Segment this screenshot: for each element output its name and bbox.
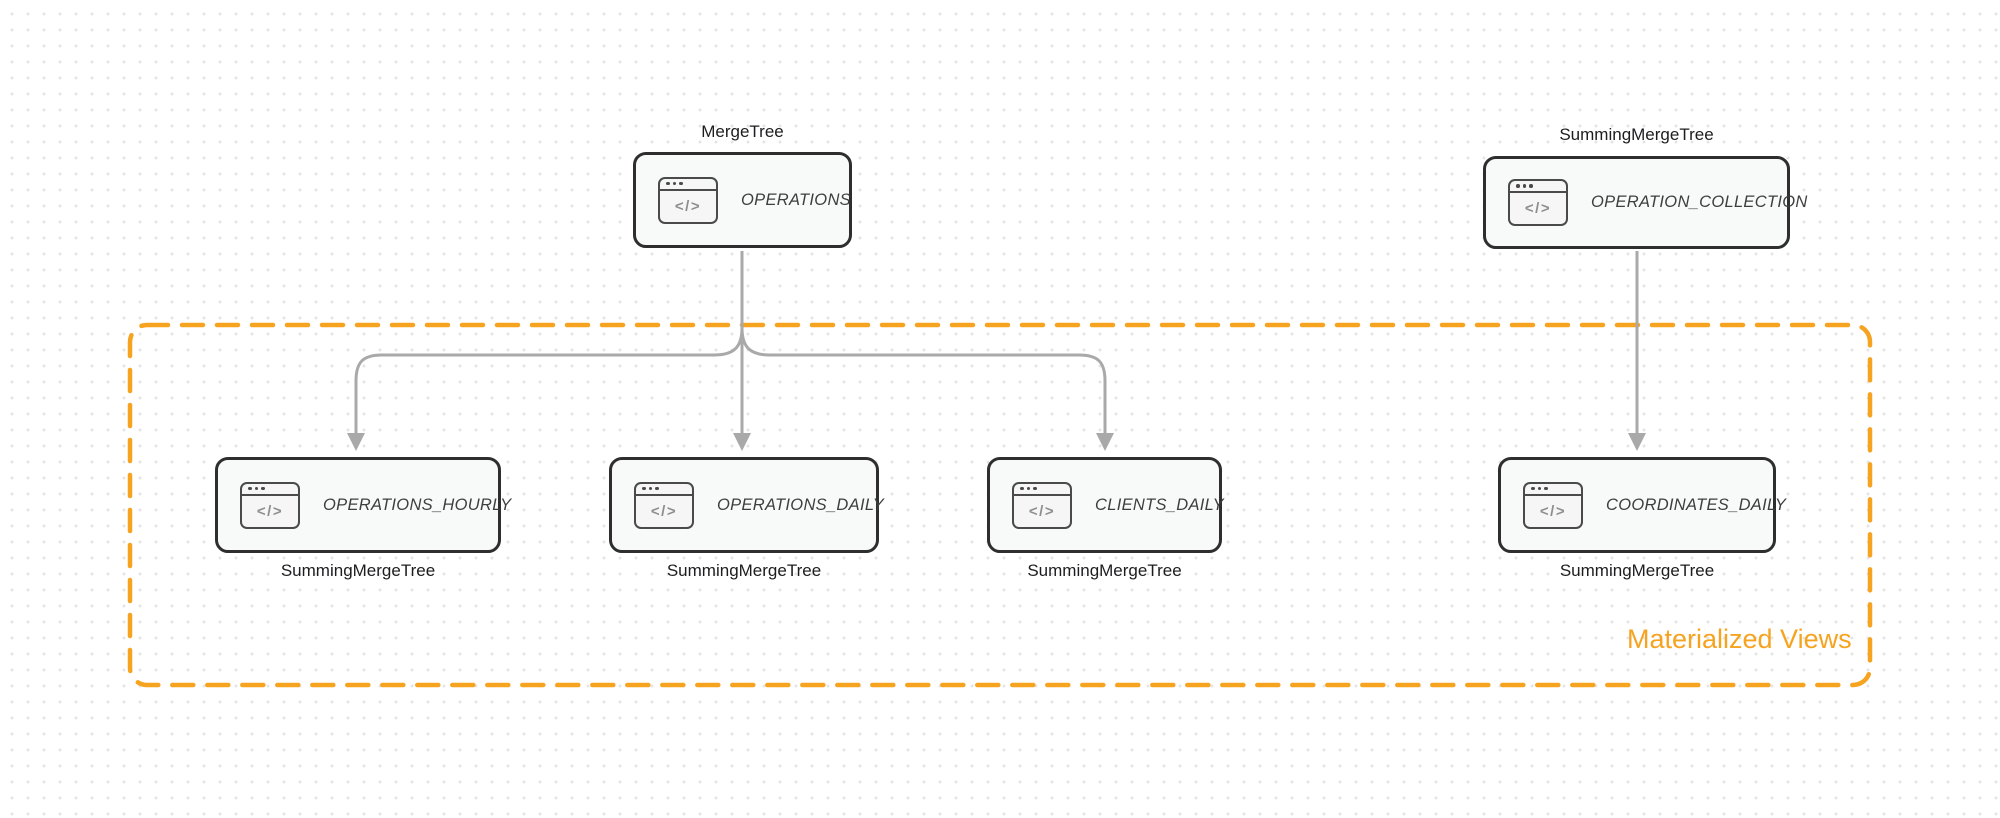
- edge-operation-collection-to-coordinates-daily: [1628, 251, 1646, 451]
- code-window-icon: </>: [634, 481, 694, 529]
- node-operations-daily[interactable]: </> OPERATIONS_DAILY: [609, 457, 884, 553]
- node-title: OPERATIONS_DAILY: [717, 495, 885, 514]
- window-titlebar-dots: [242, 484, 298, 496]
- node-title: OPERATIONS_HOURLY: [323, 495, 512, 514]
- code-window-icon: </>: [1523, 481, 1583, 529]
- materialized-views-label: Materialized Views: [1627, 624, 1852, 654]
- engine-label-operation-collection: SummingMergeTree: [1559, 125, 1714, 144]
- node-title: OPERATIONS: [741, 190, 851, 209]
- code-window-icon: </>: [658, 176, 718, 224]
- code-window-icon: </>: [240, 481, 300, 529]
- window-titlebar-dots: [1525, 484, 1581, 496]
- code-window-icon: </>: [1508, 179, 1568, 226]
- engine-label-operations-daily: SummingMergeTree: [666, 561, 822, 580]
- engine-label-clients-daily: SummingMergeTree: [1027, 561, 1182, 580]
- window-titlebar-dots: [660, 179, 716, 191]
- node-clients-daily[interactable]: </> CLIENTS_DAILY: [987, 457, 1224, 553]
- code-glyph: </>: [1028, 502, 1056, 520]
- code-glyph: </>: [674, 197, 702, 215]
- code-glyph: </>: [650, 502, 678, 520]
- node-operations[interactable]: </> OPERATIONS: [633, 152, 852, 248]
- node-coordinates-daily[interactable]: </> COORDINATES_DAILY: [1498, 457, 1786, 553]
- edge-operations-to-operations-daily: [733, 251, 751, 451]
- node-title: CLIENTS_DAILY: [1095, 495, 1224, 514]
- window-titlebar-dots: [636, 484, 692, 496]
- engine-label-coordinates-daily: SummingMergeTree: [1559, 561, 1715, 580]
- window-titlebar-dots: [1014, 484, 1070, 496]
- edge-operations-to-clients-daily: [740, 300, 1114, 451]
- edge-operations-to-operations-hourly: [347, 300, 744, 451]
- code-glyph: </>: [256, 502, 284, 520]
- materialized-views-container-border: [127, 322, 1873, 688]
- code-glyph: </>: [1539, 502, 1567, 520]
- node-title: COORDINATES_DAILY: [1606, 495, 1787, 514]
- node-operation-collection[interactable]: </> OPERATION_COLLECTION: [1483, 156, 1807, 249]
- code-window-icon: </>: [1012, 481, 1072, 529]
- node-operations-hourly[interactable]: </> OPERATIONS_HOURLY: [215, 457, 511, 553]
- node-title: OPERATION_COLLECTION: [1591, 193, 1808, 211]
- window-titlebar-dots: [1510, 181, 1566, 193]
- code-glyph: </>: [1524, 200, 1552, 217]
- engine-label-operations: MergeTree: [701, 122, 784, 141]
- engine-label-operations-hourly: SummingMergeTree: [280, 561, 436, 580]
